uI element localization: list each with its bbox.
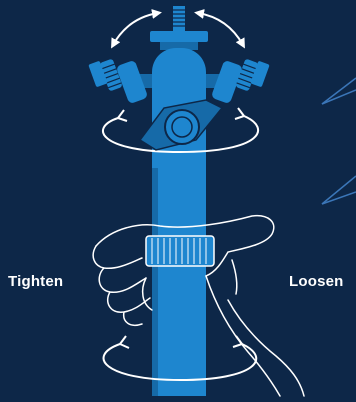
knob-rotate-arrow-icon: [101, 107, 260, 154]
clamp-shaft: [152, 168, 206, 396]
mount-plate: [150, 31, 208, 50]
wing-nut-knob: [138, 99, 224, 151]
left-knob: [88, 59, 156, 103]
hand-outline: [92, 214, 305, 397]
handle-rotate-arrow-icon: [102, 335, 258, 382]
right-knob: [203, 59, 270, 103]
top-rotate-arrows-icon: [111, 9, 245, 49]
decorative-lines: [321, 77, 356, 205]
loosen-label: Loosen: [289, 273, 344, 290]
tighten-label: Tighten: [8, 273, 64, 290]
mount-screw: [173, 6, 185, 32]
grip-collar: [145, 235, 215, 267]
